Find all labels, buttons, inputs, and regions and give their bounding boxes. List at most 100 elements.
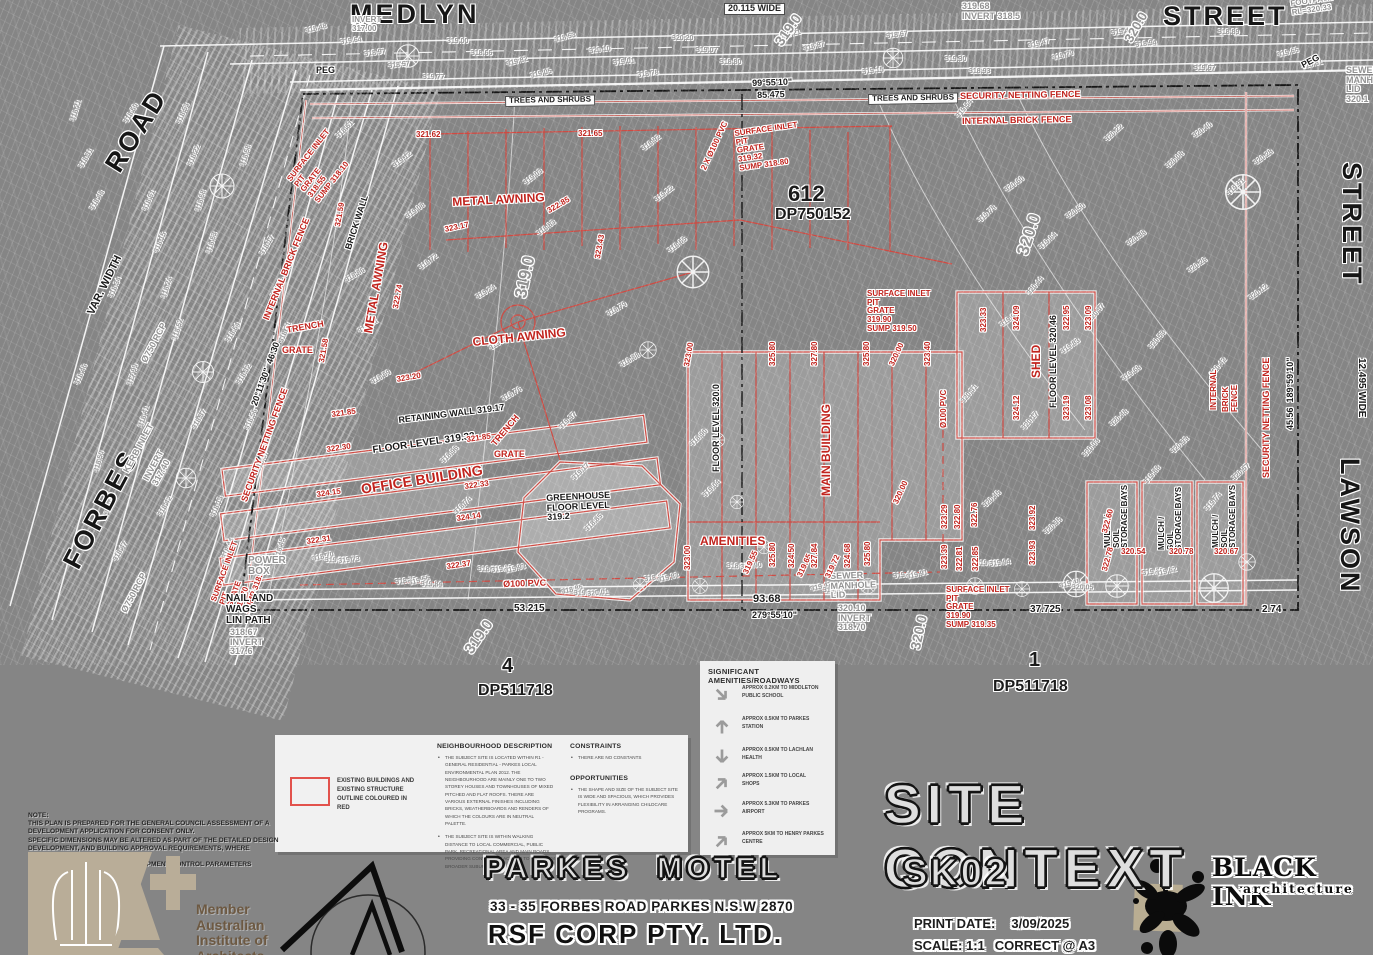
- neighbourhood-bullet: THE SUBJECT SITE IS LOCATED WITHIN R1 - …: [438, 754, 555, 827]
- print-date-label: PRINT DATE:: [914, 916, 996, 931]
- plan-label: 327.84: [810, 543, 819, 568]
- plan-label: 321.62: [416, 130, 441, 139]
- plan-label: DP750152: [775, 206, 851, 223]
- significant-amenities-legend: SIGNIFICANT AMENITIES/ROADWAYS APPROX 0.…: [700, 661, 835, 855]
- up-arrow-icon: [712, 716, 732, 736]
- plan-label: MULCH / SOIL STORAGE BAYS: [1211, 484, 1238, 548]
- plan-label: SURFACE INLET PIT GRATE 319.90 SUMP 319.…: [867, 289, 931, 333]
- amenity-distance-label: APPROX 5KM TO HENRY PARKES CENTRE: [742, 831, 824, 845]
- plan-label: INTERNAL BRICK FENCE: [961, 114, 1072, 126]
- plan-label: 325.80: [863, 541, 872, 566]
- neighbourhood-bullet: THE SUBJECT SITE IS WITHIN WALKING DISTA…: [438, 833, 555, 870]
- spot-level: 319.84: [420, 581, 443, 589]
- up-right-arrow-icon: [708, 827, 736, 855]
- amenity-row: APPROX 0.5KM TO LACHLAN HEALTH: [700, 747, 835, 767]
- constraints-bullet: THERE ARE NO CONSTANTS: [571, 754, 682, 762]
- plan-label: PEG: [316, 65, 336, 75]
- spot-level: 318.89: [1218, 29, 1240, 36]
- amenity-row: APPROX 1.5KM TO LOCAL SHOPS: [700, 773, 835, 793]
- amenity-distance-label: APPROX 1.5KM TO LOCAL SHOPS: [742, 773, 806, 787]
- plan-label: 324.12: [1012, 395, 1021, 420]
- plan-label: BRICK FENCE: [1221, 384, 1239, 412]
- plan-label: SEWER MANHOLE LID: [829, 569, 877, 601]
- plan-label: 2.74: [1262, 604, 1282, 615]
- plan-label: NAIL AND WAGS LIN PATH: [226, 593, 274, 626]
- amenity-row: APPROX 5KM TO HENRY PARKES CENTRE: [700, 831, 835, 851]
- existing-building-swatch: [290, 777, 330, 806]
- plan-label: 324.68: [843, 543, 852, 568]
- fence-lines: [244, 92, 1295, 607]
- plan-label: FLOOR LEVEL 320.0: [711, 384, 721, 472]
- spot-level: 318.66: [471, 50, 493, 57]
- firm-subtitle: architecture: [1243, 881, 1354, 896]
- plan-label: 93.68: [753, 593, 781, 605]
- spot-level: 319.07: [696, 47, 718, 54]
- plan-label: 320.78: [1169, 547, 1194, 556]
- plan-label: SEWER MANHOLE LID 320.1: [1346, 65, 1373, 105]
- spot-level: 318.93: [969, 68, 991, 75]
- plan-label: 325.80: [862, 341, 871, 366]
- plan-label: FLOOR LEVEL 320.46: [1048, 315, 1058, 408]
- neighbourhood-legend: EXISTING BUILDINGS AND EXISTING STRUCTUR…: [275, 735, 688, 869]
- spot-level: 318.80: [720, 59, 742, 66]
- plan-label: 45.56 189°59'10": [1285, 357, 1295, 430]
- plan-label: 20.115 WIDE: [724, 3, 786, 15]
- plan-label: 323.39: [940, 544, 949, 569]
- plan-label: MAIN BUILDING: [819, 404, 833, 496]
- plan-label: 323.92: [1028, 505, 1037, 530]
- aia-membership-text: Member Australian Institute of Architect…: [196, 901, 268, 955]
- plan-label: 320.67: [1214, 547, 1239, 556]
- opportunities-bullet: THE SHAPE AND SIZE OF THE SUBJECT SITE I…: [571, 786, 682, 815]
- scale-note: CORRECT @ A3: [994, 938, 1096, 953]
- plan-label: SURFACE INLET PIT GRATE 319.32 SUMP 318.…: [733, 120, 799, 173]
- project-address: 33 - 35 FORBES ROAD PARKES N.S.W 2870: [490, 899, 794, 914]
- plan-label: 323.08: [1084, 395, 1093, 420]
- plan-label: 325.80: [768, 542, 777, 567]
- neighbourhood-title: NEIGHBOURHOOD DESCRIPTION: [437, 743, 553, 750]
- plan-label: INTERNAL: [1209, 369, 1218, 410]
- plan-label: 322.76: [970, 502, 979, 527]
- plan-label: 323.19: [1062, 395, 1071, 420]
- plan-label: 322.81: [955, 546, 964, 571]
- plan-label: STREET: [1337, 162, 1367, 287]
- plan-label: MEDLYN: [350, 0, 480, 29]
- amenity-row: APPROX 0.2KM TO MIDDLETON PUBLIC SCHOOL: [700, 685, 835, 705]
- plan-label: 320.10 INVERT 318.70: [838, 603, 872, 633]
- plan-label: TREES AND SHRUBS: [505, 94, 596, 107]
- plan-label: INVERT 317.00: [352, 15, 382, 33]
- plan-label: 327.80: [810, 341, 819, 366]
- plan-label: 323.09: [1084, 305, 1093, 330]
- spot-level: 319.67: [1194, 65, 1216, 72]
- plan-label: 37.725: [1030, 604, 1061, 615]
- plan-label: 53.215: [514, 603, 545, 614]
- spot-level: 319.00: [447, 38, 469, 45]
- plan-label: 323.93: [1028, 540, 1037, 565]
- plan-label: 99°55'10": [751, 76, 793, 88]
- plan-label: Ø100 PVC: [939, 389, 948, 428]
- right-arrow-icon: [712, 801, 732, 821]
- plan-label: TREES AND SHRUBS: [868, 92, 959, 105]
- site-boundary: [238, 84, 1299, 611]
- plan-label: POWER BOX: [248, 555, 286, 577]
- plan-label: MULCH / SOIL STORAGE BAYS: [1157, 486, 1184, 550]
- plan-label: STREET: [1163, 1, 1288, 31]
- plan-label: 324.09: [1012, 305, 1021, 330]
- amenity-distance-label: APPROX 0.5KM TO LACHLAN HEALTH: [742, 747, 814, 761]
- print-date-value: 3/09/2025: [1011, 916, 1070, 931]
- plan-label: 319.68 INVERT 318.5: [962, 1, 1021, 21]
- plan-label: Ø100 PVC: [502, 577, 547, 589]
- sheet-title: SITE CONTEXT: [883, 772, 1189, 899]
- spot-level: 320.05: [1071, 584, 1094, 592]
- plan-label: 612: [788, 181, 825, 206]
- firm-name: BLACK INK: [1212, 853, 1317, 911]
- plan-label: 324.50: [787, 543, 796, 568]
- plan-label: 325.80: [768, 341, 777, 366]
- general-note: NOTE: THIS PLAN IS PREPARED FOR THE GENE…: [28, 812, 279, 869]
- plan-label: SHED: [1029, 344, 1043, 378]
- plan-label: SECURITY NETTING FENCE: [1261, 357, 1271, 478]
- plan-label: 318.67 INVERT 317.6: [230, 627, 264, 657]
- plan-label: AMENITIES: [700, 534, 766, 548]
- plan-label: DP511718: [478, 682, 553, 699]
